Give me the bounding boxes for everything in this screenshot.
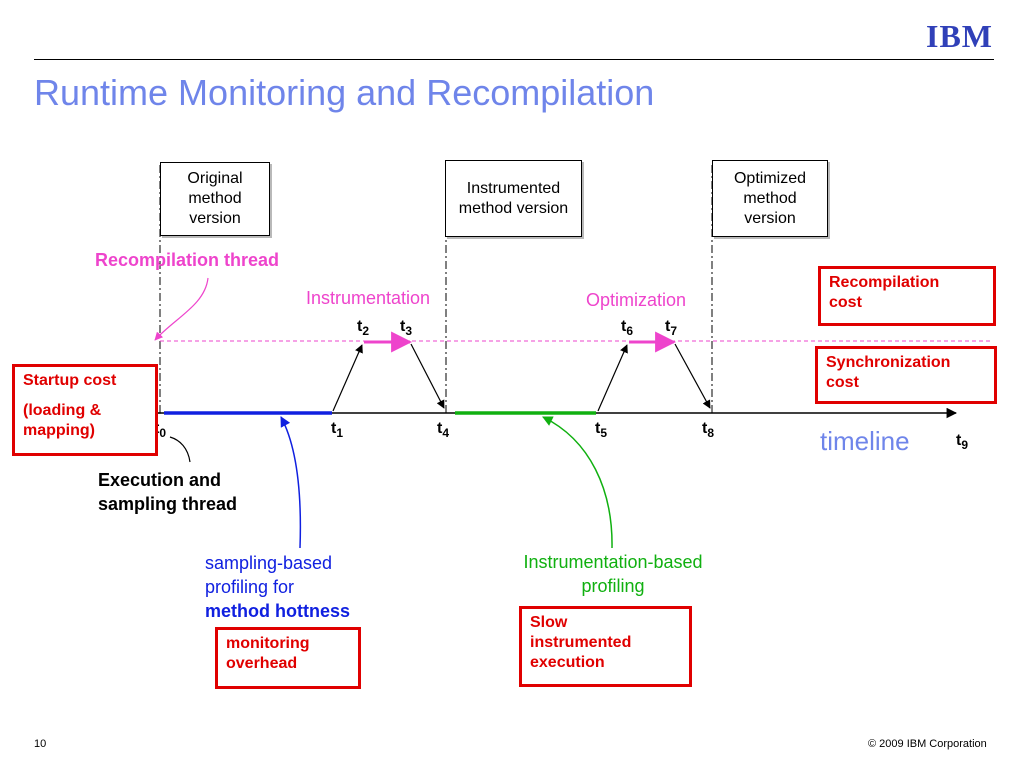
optimization-label: Optimization — [586, 290, 687, 310]
recompilation-thread-pointer — [154, 277, 209, 341]
slide-title: Runtime Monitoring and Recompilation — [34, 72, 655, 113]
timeline-label: timeline — [820, 426, 910, 456]
copyright: © 2009 IBM Corporation — [868, 738, 987, 750]
synchronization-cost-box: Synchronization cost — [815, 346, 997, 404]
execution-thread-pointer — [169, 436, 191, 463]
sampling-profiling-pointer — [280, 416, 302, 549]
time-label-t8: t8 — [702, 420, 715, 441]
arrow-t7-t8 — [674, 343, 711, 409]
header-rule — [34, 59, 994, 60]
instrumentation-profiling-label: Instrumentation-based profiling — [523, 552, 703, 596]
execution-thread-label: Execution and sampling thread — [98, 470, 238, 514]
recompilation-cost-box: Recompilation cost — [818, 266, 996, 326]
startup-cost-box: Startup cost (loading & mapping) — [12, 364, 158, 456]
time-label-t4: t4 — [437, 420, 450, 441]
instrumentation-label: Instrumentation — [306, 288, 431, 308]
optimized-version-box: Optimized method version — [712, 160, 828, 237]
original-version-label: Original method version — [187, 170, 243, 227]
instrumented-version-box: Instrumented method version — [445, 160, 582, 237]
instrumented-version-label: Instrumented method version — [458, 179, 569, 217]
time-label-t2: t2 — [357, 318, 370, 339]
time-label-t7: t7 — [665, 318, 678, 339]
arrow-t3-t4 — [410, 343, 445, 409]
time-label-t6: t6 — [621, 318, 634, 339]
original-version-box: Original method version — [160, 162, 270, 236]
recompilation-thread-label: Recompilation thread — [95, 250, 280, 270]
arrow-t1-t2 — [332, 344, 363, 412]
monitoring-overhead-box: monitoring overhead — [215, 627, 361, 689]
optimized-version-label: Optimized method version — [733, 169, 807, 227]
time-label-t9: t9 — [956, 432, 969, 453]
time-label-t1: t1 — [331, 420, 344, 441]
sampling-profiling-label: sampling-based profiling for method hott… — [205, 553, 351, 621]
slow-instrumented-execution-box: Slow instrumented execution — [519, 606, 692, 687]
arrow-t5-t6 — [597, 344, 628, 412]
time-label-t5: t5 — [595, 420, 608, 441]
page-number: 10 — [34, 738, 47, 750]
time-label-t3: t3 — [400, 318, 413, 339]
ibm-logo: IBM — [926, 18, 993, 54]
instrumentation-profiling-pointer — [542, 416, 613, 549]
